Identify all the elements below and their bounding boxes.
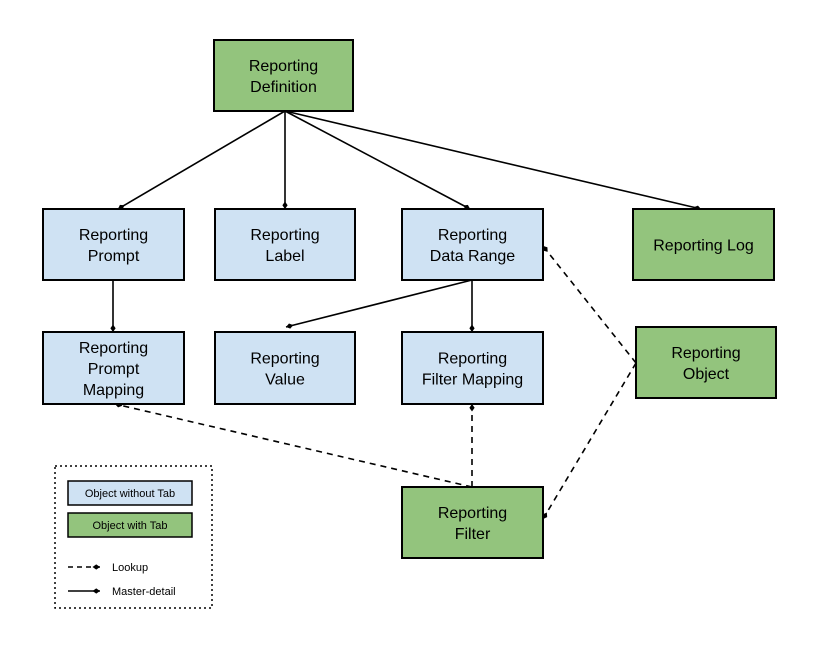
object-box-frame [401,208,544,281]
object-box-frame [401,331,544,405]
legend-swatch-object-with-tab [67,512,193,538]
lookup-line-reporting-filter-to-reporting-prompt-mapping [114,402,473,488]
legend-label-lookup: Lookup [112,562,148,574]
object-label-line: Data Range [430,248,515,265]
object-label-line: Reporting Log [653,238,754,255]
object-box-frame [42,208,185,281]
object-label-line: Definition [250,79,317,96]
legend-label-object-with-tab: Object with Tab [92,520,167,532]
relationship-lines [110,110,702,520]
object-box-frame [42,331,185,405]
object-label-line: Reporting [79,227,148,244]
object-label-line: Reporting [438,505,507,522]
object-label-line: Filter [455,526,491,543]
object-label-line: Reporting [250,351,319,368]
object-label-line: Prompt [88,248,140,265]
object-label-line: Value [265,372,305,389]
object-label-line: Reporting [249,58,318,75]
legend: Object without Tab Object with Tab Looku… [54,465,213,609]
lookup-line-reporting-object-to-reporting-filter [542,362,637,520]
object-label-line: Reporting [79,340,148,357]
object-label-line: Reporting [250,227,319,244]
master-detail-line-reporting-data-range-to-reporting-value [285,279,473,329]
legend-frame [54,465,213,609]
legend-label-master-detail: Master-detail [112,586,176,598]
object-label-line: Reporting [438,227,507,244]
object-boxes: ReportingDefinitionReportingPromptReport… [42,39,777,559]
object-box-frame [632,208,775,281]
object-box-frame [213,39,354,112]
master-detail-line-reporting-definition-to-reporting-data-range [284,110,471,210]
master-detail-line-reporting-definition-to-reporting-prompt [117,110,286,210]
object-box-frame [214,208,356,281]
lookup-line-reporting-object-to-reporting-data-range [542,245,637,364]
object-label-line: Object [683,366,730,383]
object-label-line: Prompt [88,361,140,378]
object-label-line: Label [265,248,304,265]
master-detail-line-reporting-definition-to-reporting-log [284,110,702,211]
object-label-line: Reporting [671,345,740,362]
object-box-frame [214,331,356,405]
object-label-line: Reporting [438,351,507,368]
object-box-frame [401,486,544,559]
legend-swatch-object-without-tab [67,480,193,506]
object-box-frame [635,326,777,399]
object-label-line: Filter Mapping [422,372,523,389]
object-box-reporting-log: Reporting Log [632,208,775,281]
object-label-line: Mapping [83,382,144,399]
legend-label-object-without-tab: Object without Tab [85,488,175,500]
